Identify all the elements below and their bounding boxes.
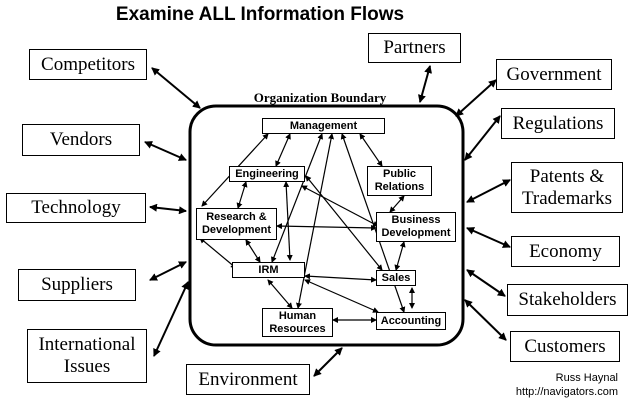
arrow-regulations (464, 115, 501, 161)
flow-rd-bd (276, 223, 377, 231)
diagram-title: Examine ALL Information Flows (115, 4, 405, 25)
entity-competitors: Competitors (29, 49, 147, 80)
arrow-government (455, 79, 497, 117)
entity-partners: Partners (368, 33, 461, 63)
arrow-partners (418, 65, 432, 103)
arrow-suppliers (149, 261, 187, 281)
unit-management: Management (262, 118, 385, 134)
entity-suppliers: Suppliers (18, 269, 136, 301)
entity-regulations: Regulations (501, 108, 615, 139)
arrow-patents (466, 179, 511, 203)
entity-customers: Customers (510, 331, 620, 362)
author-url: http://navigators.com (515, 386, 618, 398)
flow-irm-hr (267, 279, 293, 309)
arrow-vendors (144, 141, 187, 161)
unit-human-resources: Human Resources (262, 308, 333, 337)
flow-mgmt-irm (271, 133, 323, 263)
flow-pr-bd (389, 195, 405, 213)
entity-government: Government (496, 59, 612, 90)
arrow-technology (149, 203, 187, 215)
arrow-customers (464, 299, 507, 341)
author-credit: Russ Haynal (555, 372, 618, 384)
entity-vendors: Vendors (22, 124, 140, 156)
entity-environment: Environment (186, 364, 310, 395)
entity-international-issues: International Issues (27, 329, 147, 383)
flow-eng-bd (301, 185, 379, 227)
arrow-international (153, 281, 189, 357)
arrow-competitors (151, 67, 201, 109)
unit-irm: IRM (232, 262, 305, 278)
entity-economy: Economy (511, 236, 620, 267)
organization-boundary (188, 104, 465, 347)
flow-mgmt-pr (359, 133, 383, 167)
flow-rd-irm (245, 239, 261, 263)
flow-irm-acct (304, 279, 379, 313)
flow-irm-sales (304, 273, 377, 283)
arrow-environment (313, 347, 343, 377)
organization-boundary-label: Organization Boundary (253, 90, 387, 105)
flow-mgmt-eng (275, 133, 291, 167)
flow-eng-rd (236, 181, 248, 209)
unit-public-relations: Public Relations (367, 166, 432, 196)
unit-engineering: Engineering (229, 166, 305, 182)
arrow-economy (466, 227, 511, 248)
entity-patents-trademarks: Patents & Trademarks (511, 162, 623, 213)
unit-business-development: Business Development (376, 212, 456, 242)
flow-irm-rd (199, 237, 237, 269)
entity-technology: Technology (6, 193, 146, 223)
flow-bd-sales (394, 241, 406, 271)
unit-research-development: Research & Development (196, 208, 277, 240)
unit-sales: Sales (376, 270, 416, 286)
unit-accounting: Accounting (376, 312, 446, 330)
flow-mgmt-hr (296, 133, 334, 309)
arrow-stakeholders (466, 269, 506, 297)
flow-eng-irm (283, 181, 293, 261)
entity-stakeholders: Stakeholders (507, 284, 628, 316)
